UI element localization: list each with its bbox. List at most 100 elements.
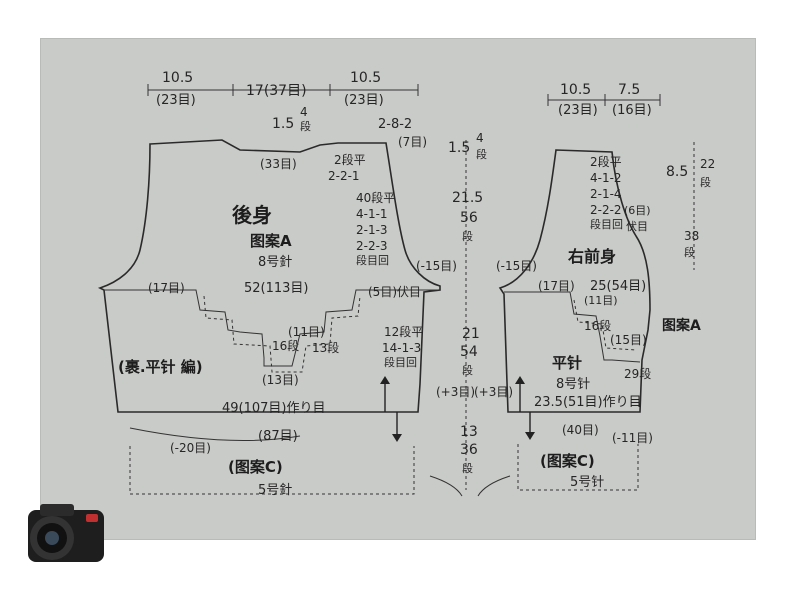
shoulder-decrease: 2-8-2 bbox=[378, 117, 412, 132]
back-step-mid: (11目) bbox=[288, 325, 325, 339]
back-step-13: (13目) bbox=[262, 373, 299, 387]
front-neck-bind-2: 伏目 bbox=[626, 219, 648, 233]
back-rib-note-3: 段目回 bbox=[384, 355, 417, 369]
dim-width-1-stitches: (23目) bbox=[156, 93, 196, 108]
back-piece-outline bbox=[97, 139, 441, 413]
front-neck-rule-4: 2-2-2 bbox=[590, 203, 622, 217]
dim-width-1: 10.5 bbox=[162, 70, 193, 86]
back-arm-rule-1: 40段平 bbox=[356, 190, 395, 205]
front-step-16: 16段 bbox=[584, 318, 611, 333]
center-dim-b-unit: 段 bbox=[462, 229, 473, 243]
back-hem-total: (87目) bbox=[258, 429, 298, 444]
down-arrow-icon bbox=[392, 434, 402, 442]
front-pattern-a: 图案A bbox=[662, 317, 701, 334]
center-dim-c-unit: 段 bbox=[462, 363, 473, 377]
front-title: 右前身 bbox=[568, 247, 616, 266]
back-inner-guide bbox=[203, 295, 361, 373]
curve-arrow-left bbox=[429, 475, 463, 497]
front-band-pattern: (图案C) bbox=[540, 452, 595, 470]
front-neck-rule-5: 段目回 bbox=[590, 217, 623, 231]
back-neck-rule-1: 2段平 bbox=[334, 152, 366, 167]
right-dim-a: 8.5 bbox=[666, 164, 688, 180]
down-arrow-icon bbox=[525, 432, 535, 440]
dim-width-3-stitches: (23目) bbox=[344, 93, 384, 108]
back-pattern: 图案A bbox=[250, 232, 292, 250]
center-plus-left: (+3目) bbox=[436, 385, 475, 399]
center-dim-a: 1.5 bbox=[448, 140, 470, 156]
front-rows-29: 29段 bbox=[624, 366, 651, 381]
back-neck-center: (33目) bbox=[260, 157, 297, 171]
center-dim-d-unit: 段 bbox=[462, 461, 473, 475]
front-dim-width-1: 10.5 bbox=[560, 82, 591, 98]
back-title: 後身 bbox=[232, 203, 272, 227]
front-dim-width-2-stitches: (16目) bbox=[612, 103, 652, 118]
front-stitch: 平针 bbox=[552, 354, 582, 372]
front-side-note: (-15目) bbox=[496, 259, 537, 273]
back-step-left: 16段 bbox=[272, 338, 299, 353]
center-dim-c-rows: 54 bbox=[460, 344, 478, 360]
back-arm-rule-5: 段目回 bbox=[356, 253, 389, 267]
back-right-band: (5目)伏目 bbox=[368, 285, 421, 299]
front-dim-width-1-stitches: (23目) bbox=[558, 103, 598, 118]
back-rib-note-1: 12段平 bbox=[384, 324, 423, 339]
front-hem-total: (40目) bbox=[562, 423, 599, 437]
neck-drop-rows: 4 bbox=[300, 105, 308, 119]
right-dim-a-rows: 22 bbox=[700, 157, 715, 171]
front-neck-bind: (6目) bbox=[624, 204, 651, 217]
front-neck-rule-2: 4-1-2 bbox=[590, 171, 622, 185]
dim-width-2: 17(37目) bbox=[246, 83, 307, 99]
center-dim-b: 21.5 bbox=[452, 190, 483, 206]
center-dim-d-rows: 36 bbox=[460, 442, 478, 458]
neck-drop: 1.5 bbox=[272, 116, 294, 132]
back-hem-curve bbox=[129, 427, 301, 441]
camera-icon bbox=[28, 504, 104, 562]
back-arm-rule-4: 2-2-3 bbox=[356, 239, 388, 253]
back-needle: 8号針 bbox=[258, 255, 292, 270]
front-neck-rule-3: 2-1-4 bbox=[590, 187, 622, 201]
back-band-needle: 5号針 bbox=[258, 483, 292, 498]
back-arm-rule-2: 4-1-1 bbox=[356, 207, 388, 221]
front-neck-rule-1: 2段平 bbox=[590, 154, 622, 169]
watermark: 编织人生 bbox=[650, 543, 754, 573]
up-arrow-icon bbox=[515, 376, 525, 384]
back-hem-minus: (-20目) bbox=[170, 441, 211, 455]
center-dim-a-unit: 段 bbox=[476, 147, 487, 161]
paper-sheet bbox=[40, 38, 756, 540]
right-dim-b-rows: 38 bbox=[684, 229, 699, 243]
front-step-11: (11目) bbox=[584, 294, 618, 307]
back-hem-width: 49(107目)作り目 bbox=[222, 401, 326, 416]
center-dim-c: 21 bbox=[462, 326, 480, 342]
dim-width-3: 10.5 bbox=[350, 70, 381, 86]
center-plus-right: (+3目) bbox=[474, 385, 513, 399]
back-arm-rule-3: 2-1-3 bbox=[356, 223, 388, 237]
center-dim-a-rows: 4 bbox=[476, 131, 484, 145]
right-dim-b-unit: 段 bbox=[684, 245, 695, 259]
up-arrow-icon bbox=[380, 376, 390, 384]
front-needle: 8号针 bbox=[556, 377, 590, 392]
back-band-pattern: (图案C) bbox=[228, 458, 283, 476]
back-left-band: (17目) bbox=[148, 281, 185, 295]
front-inner-guide bbox=[573, 299, 637, 351]
center-dim-d: 13 bbox=[460, 424, 478, 440]
back-yoke-steps bbox=[104, 289, 440, 367]
front-step-15: (15目) bbox=[610, 333, 647, 347]
front-hem-width: 23.5(51目)作り目 bbox=[534, 395, 642, 410]
front-yoke-steps bbox=[504, 291, 641, 363]
front-mid-width: 25(54目) bbox=[590, 279, 646, 294]
front-dim-width-2: 7.5 bbox=[618, 82, 640, 98]
right-dim-a-unit: 段 bbox=[700, 175, 711, 189]
shoulder-stitches: (7目) bbox=[398, 135, 427, 149]
back-step-13b: 13段 bbox=[312, 340, 339, 355]
front-band-needle: 5号针 bbox=[570, 475, 604, 490]
center-dim-b-rows: 56 bbox=[460, 210, 478, 226]
front-piece-outline bbox=[498, 149, 651, 413]
front-left-band: (17目) bbox=[538, 279, 575, 293]
front-hem-minus: (-11目) bbox=[612, 431, 653, 445]
curve-arrow-right bbox=[477, 475, 511, 497]
front-hem-band bbox=[517, 444, 639, 491]
back-neck-rule-2: 2-2-1 bbox=[328, 169, 360, 183]
back-mid-width: 52(113目) bbox=[244, 281, 309, 296]
back-hem-band bbox=[129, 446, 415, 495]
